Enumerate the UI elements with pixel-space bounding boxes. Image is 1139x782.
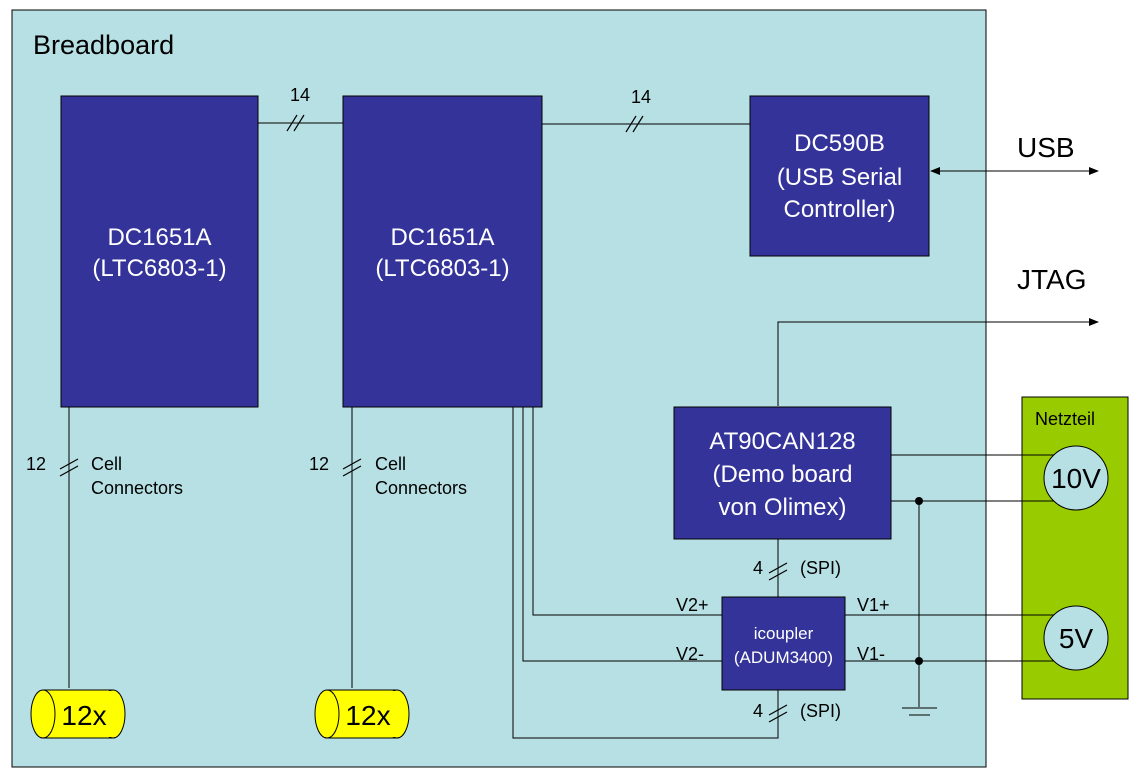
cell-2-label-line1: Cell (375, 454, 406, 474)
dc590b-module (749, 95, 930, 257)
icoupler-chip: (ADUM3400) (734, 648, 833, 667)
pin-v2-plus: V2+ (676, 595, 709, 615)
spi-bottom-label: (SPI) (800, 701, 841, 721)
dc590b-desc-2: Controller) (783, 196, 895, 223)
at90can128-module (673, 406, 892, 540)
icoupler-name: icoupler (754, 624, 814, 643)
spi-top-label: (SPI) (800, 558, 841, 578)
cell-1-count: 12 (26, 454, 46, 474)
dc1651a-1-name: DC1651A (107, 224, 211, 251)
at90can128-desc-2: von Olimex) (718, 494, 846, 521)
wires (68, 122, 1099, 739)
cell-2-label-line2: Connectors (375, 478, 467, 498)
spi-bottom-count: 4 (753, 701, 763, 721)
battery-right-label: 12x (345, 700, 390, 731)
battery-pack-right: 12x (314, 689, 410, 739)
supply-10v-circle (1043, 445, 1109, 511)
netzteil-title: Netzteil (1035, 409, 1095, 429)
cell-1-label-line1: Cell (91, 454, 122, 474)
battery-pack-left: 12x (30, 689, 126, 739)
at90can128-name: AT90CAN128 (709, 428, 855, 455)
pin-v1-minus: V1- (857, 644, 885, 664)
at90can128-desc-1: (Demo board (712, 461, 852, 488)
pin-v2-minus: V2- (676, 644, 704, 664)
dc1651a-2-chip: (LTC6803-1) (375, 255, 509, 282)
breadboard-title: Breadboard (33, 30, 174, 60)
cell-1-label-line2: Connectors (91, 478, 183, 498)
icoupler-module (721, 596, 846, 691)
usb-label: USB (1017, 132, 1075, 163)
jtag-label: JTAG (1017, 264, 1086, 295)
supply-5v-label: 5V (1059, 623, 1094, 654)
dc1651a-module-1 (60, 95, 259, 408)
bus-a-count: 14 (290, 85, 310, 105)
junction-dot (915, 657, 923, 665)
bus-b-count: 14 (631, 87, 651, 107)
junction-dot (915, 497, 923, 505)
bus-slashes (59, 114, 788, 723)
spi-top-count: 4 (753, 558, 763, 578)
battery-left-label: 12x (61, 700, 106, 731)
dc590b-desc-1: (USB Serial (777, 164, 902, 191)
supply-10v-label: 10V (1051, 463, 1101, 494)
dc1651a-1-chip: (LTC6803-1) (92, 255, 226, 282)
supply-5v-circle (1043, 605, 1109, 671)
dc1651a-2-name: DC1651A (390, 224, 494, 251)
dc1651a-module-2 (342, 95, 543, 408)
pin-v1-plus: V1+ (857, 595, 890, 615)
dc590b-name: DC590B (794, 130, 885, 157)
cell-2-count: 12 (309, 454, 329, 474)
